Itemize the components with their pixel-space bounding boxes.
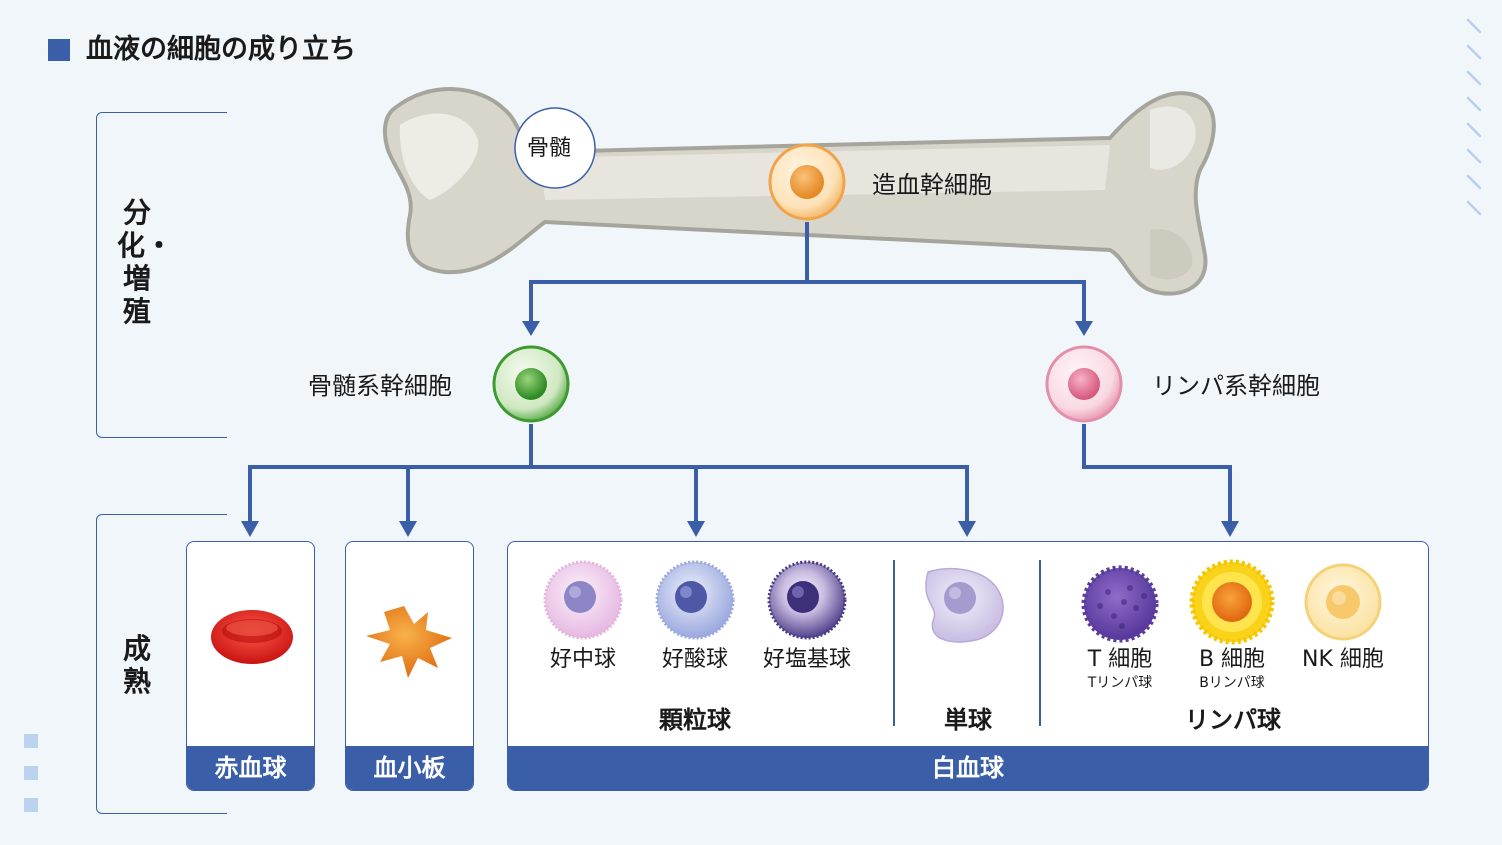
white-blood-cell-box: 好中球 好酸球 好塩基球 T 細胞 Tリンパ球 B 細胞 Bリンパ球 NK 細胞… bbox=[507, 541, 1429, 791]
maturation-bracket bbox=[96, 514, 227, 814]
platelet-label: 血小板 bbox=[346, 746, 473, 790]
separator-monocyte-lymphocyte bbox=[1039, 560, 1041, 726]
t-cell-sublabel: Tリンパ球 bbox=[1087, 675, 1153, 691]
page-title: 血液の細胞の成り立ち bbox=[86, 34, 356, 65]
title-square-icon bbox=[48, 39, 70, 61]
basophil-icon bbox=[767, 560, 847, 640]
arrowheads-level1 bbox=[522, 321, 1093, 336]
lymphocyte-group-label: リンパ球 bbox=[1185, 706, 1281, 734]
b-cell-icon bbox=[1189, 559, 1275, 645]
hematopoietic-stem-cell-label: 造血幹細胞 bbox=[872, 171, 992, 199]
connector-hsc bbox=[529, 222, 1086, 325]
neutrophil-icon bbox=[543, 560, 623, 640]
nk-cell-label: NK 細胞 bbox=[1302, 647, 1384, 672]
monocyte-group-label: 単球 bbox=[944, 706, 992, 734]
eosinophil-label: 好酸球 bbox=[661, 647, 728, 672]
decorative-square bbox=[24, 798, 38, 812]
nk-cell-icon bbox=[1304, 563, 1382, 641]
red-blood-cell-icon bbox=[211, 610, 293, 664]
decorative-square bbox=[24, 766, 38, 780]
connector-lymphoid bbox=[1082, 424, 1232, 522]
proliferation-label: 分化・増殖 bbox=[117, 196, 174, 328]
separator-granulocyte-monocyte bbox=[893, 560, 895, 726]
arrowheads-level2 bbox=[241, 521, 1239, 537]
b-cell-sublabel: Bリンパ球 bbox=[1199, 675, 1265, 691]
lymphoid-stem-cell-label: リンパ系幹細胞 bbox=[1152, 372, 1320, 400]
monocyte-icon bbox=[925, 567, 1004, 643]
hematopoietic-stem-cell-icon bbox=[768, 143, 846, 221]
maturation-label: 成熟 bbox=[122, 632, 151, 698]
lymphoid-stem-cell-icon bbox=[1045, 345, 1123, 423]
platelet-icon bbox=[366, 606, 452, 678]
marrow-label: 骨髄 bbox=[527, 136, 572, 161]
myeloid-stem-cell-icon bbox=[492, 345, 570, 423]
red-blood-cell-box: 赤血球 bbox=[186, 541, 315, 791]
platelet-box: 血小板 bbox=[345, 541, 474, 791]
marrow-circle bbox=[514, 107, 596, 189]
t-cell-icon bbox=[1081, 565, 1159, 643]
b-cell-label: B 細胞 bbox=[1198, 647, 1266, 672]
white-blood-cell-icons bbox=[543, 559, 1382, 645]
decorative-slashes bbox=[1466, 18, 1482, 216]
myeloid-stem-cell-label: 骨髄系幹細胞 bbox=[308, 372, 452, 400]
basophil-label: 好塩基球 bbox=[762, 647, 851, 672]
neutrophil-label: 好中球 bbox=[549, 647, 616, 672]
connector-myeloid bbox=[248, 424, 969, 522]
white-blood-cell-label: 白血球 bbox=[508, 746, 1428, 790]
red-blood-cell-label: 赤血球 bbox=[187, 746, 314, 790]
decorative-square bbox=[24, 734, 38, 748]
granulocyte-group-label: 顆粒球 bbox=[659, 706, 731, 734]
t-cell-label: T 細胞 bbox=[1087, 647, 1153, 672]
eosinophil-icon bbox=[655, 560, 735, 640]
proliferation-bracket bbox=[96, 112, 227, 438]
